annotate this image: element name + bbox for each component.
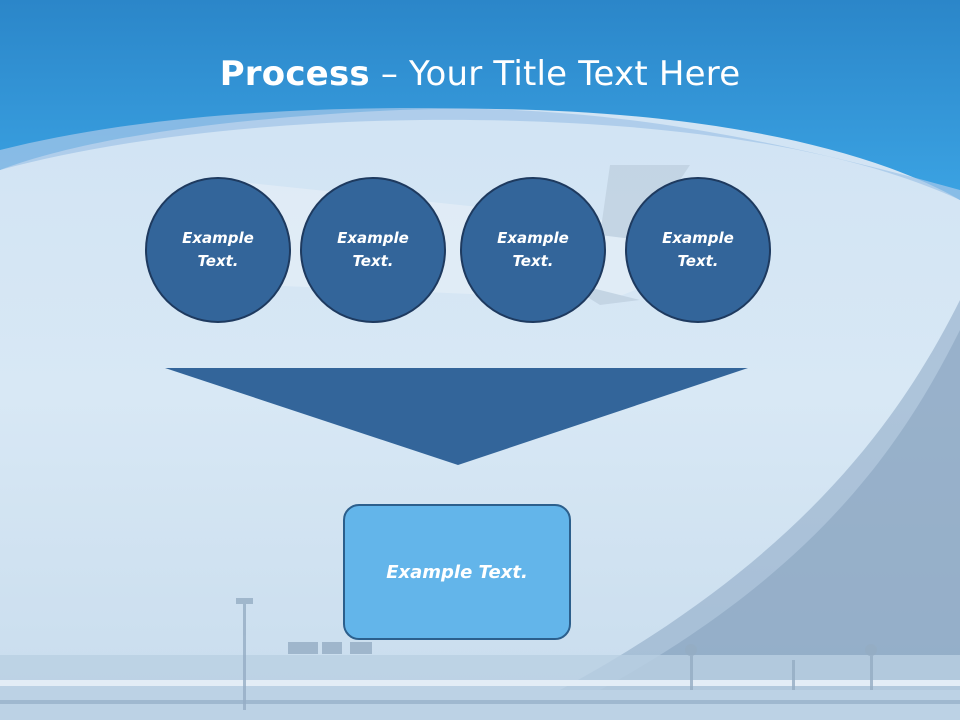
step-label: Example Text. bbox=[497, 229, 569, 270]
result-box[interactable]: Example Text. bbox=[343, 504, 571, 640]
step-circle-3[interactable]: Example Text. bbox=[460, 177, 606, 323]
result-label: Example Text. bbox=[386, 561, 528, 583]
title-rest: – Your Title Text Here bbox=[369, 54, 741, 94]
step-label: Example Text. bbox=[662, 229, 734, 270]
step-circle-2[interactable]: Example Text. bbox=[300, 177, 446, 323]
title-bold: Process bbox=[219, 54, 370, 94]
terminal-roof-image bbox=[560, 300, 960, 690]
step-label: Example Text. bbox=[337, 229, 409, 270]
step-circle-1[interactable]: Example Text. bbox=[145, 177, 291, 323]
step-circle-4[interactable]: Example Text. bbox=[625, 177, 771, 323]
step-label: Example Text. bbox=[182, 229, 254, 270]
slide-title: Process – Your Title Text Here bbox=[0, 52, 960, 96]
